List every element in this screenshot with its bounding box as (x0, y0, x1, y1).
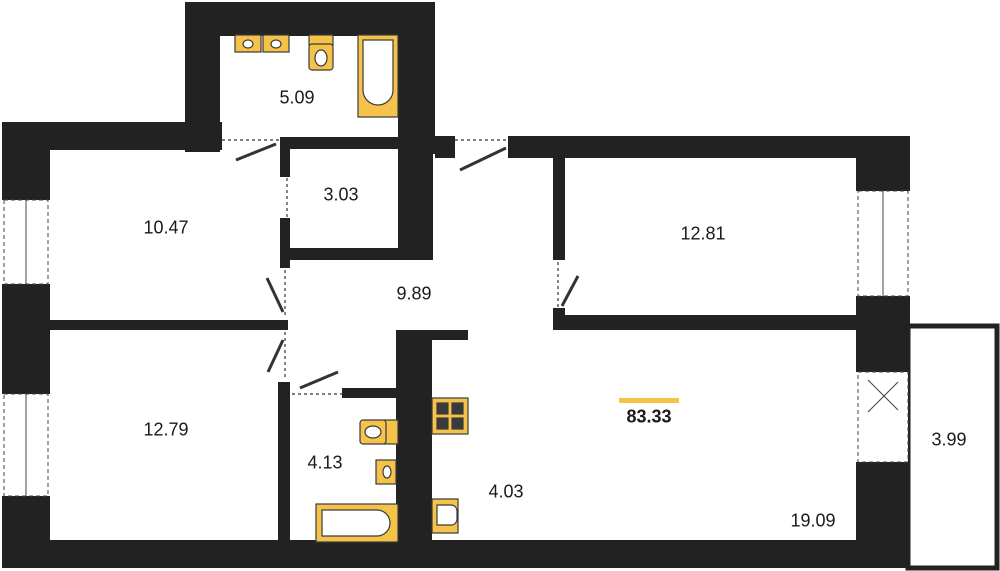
total-area: 83.33 (626, 406, 672, 427)
total-area-accent (619, 398, 679, 403)
room-area-bedroom-left-top: 10.47 (143, 217, 189, 238)
room-area-bedroom-left-bottom: 12.79 (143, 419, 189, 440)
room-area-bedroom-right: 12.81 (680, 223, 726, 244)
room-area-living-room: 19.09 (790, 510, 836, 531)
sink-icon (234, 34, 262, 53)
stove-icon (431, 397, 469, 435)
sink-icon (262, 34, 290, 53)
bathtub-icon (357, 34, 399, 118)
door-icon (222, 139, 580, 395)
room-area-bathroom-top: 5.09 (279, 87, 315, 108)
room-area-bathroom-bottom: 4.13 (307, 452, 343, 473)
room-area-balcony: 3.99 (931, 429, 967, 450)
sink-icon (375, 459, 397, 485)
room-area-kitchen-niche: 4.03 (488, 481, 524, 502)
toilet-icon (308, 34, 334, 71)
room-area-storage: 3.03 (323, 184, 359, 205)
toilet-icon (359, 419, 399, 445)
window-icon (3, 190, 909, 497)
bathtub-icon (315, 503, 399, 543)
walls (2, 2, 910, 568)
room-area-hallway: 9.89 (396, 283, 432, 304)
sink-icon (431, 498, 459, 534)
